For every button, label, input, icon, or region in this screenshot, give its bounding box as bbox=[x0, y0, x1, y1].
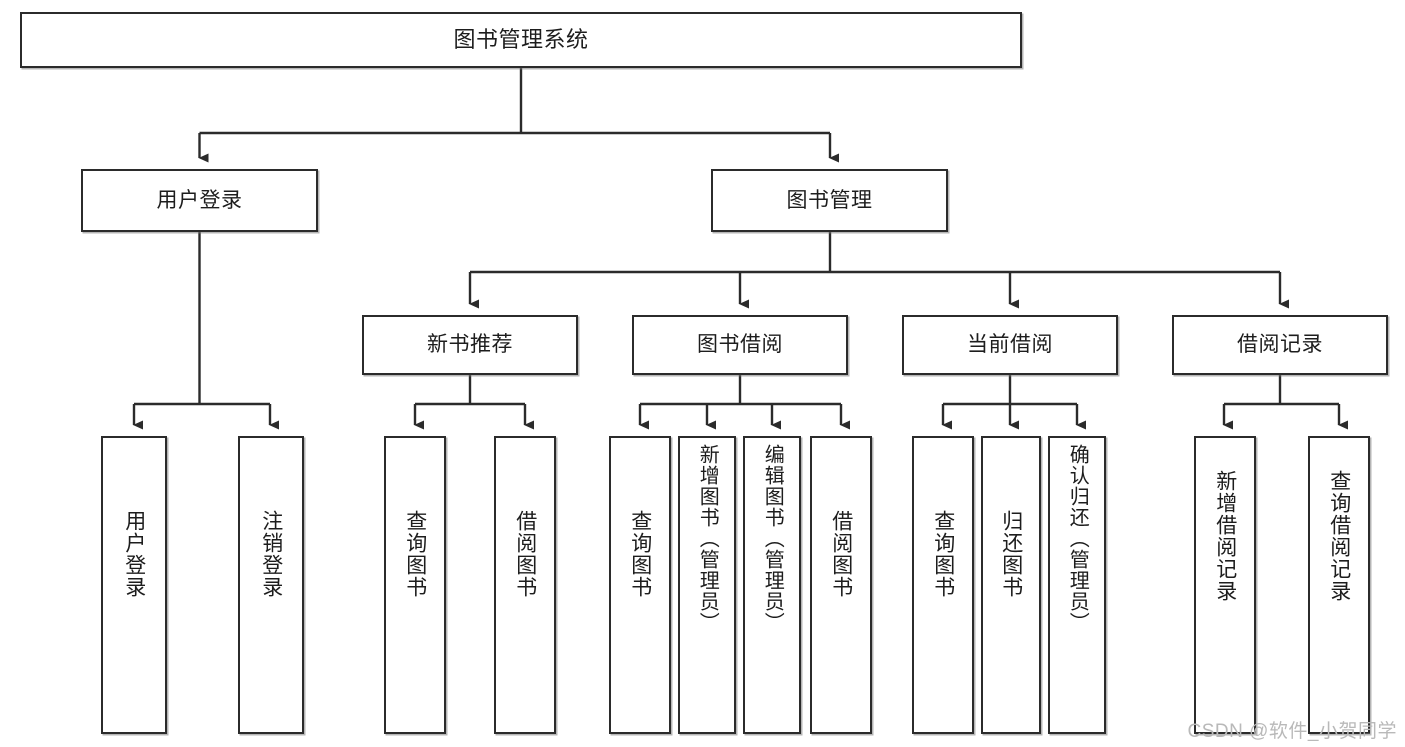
node-leaf-borrow-book-2-label: 借阅图书 bbox=[829, 510, 853, 598]
node-leaf-borrow-book-2[interactable]: 借阅图书 bbox=[810, 436, 872, 734]
node-book-manage-label: 图书管理 bbox=[786, 188, 873, 212]
node-book-manage[interactable]: 图书管理 bbox=[711, 169, 948, 232]
node-user-login-label: 用户登录 bbox=[156, 188, 243, 212]
node-leaf-query-book-1-label: 查询图书 bbox=[403, 510, 427, 598]
node-current-borrow[interactable]: 当前借阅 bbox=[902, 315, 1118, 375]
node-leaf-user-login-label: 用户登录 bbox=[122, 510, 146, 598]
node-leaf-confirm-return-admin[interactable]: 确认归还（管理员） bbox=[1048, 436, 1106, 734]
node-root-label: 图书管理系统 bbox=[453, 26, 589, 52]
node-leaf-query-book-2[interactable]: 查询图书 bbox=[609, 436, 671, 734]
node-leaf-query-borrow-record-label: 查询借阅记录 bbox=[1327, 470, 1351, 602]
node-leaf-add-book-admin-label: 新增图书（管理员） bbox=[696, 444, 719, 633]
node-leaf-user-login[interactable]: 用户登录 bbox=[101, 436, 167, 734]
node-leaf-return-book-label: 归还图书 bbox=[999, 510, 1023, 598]
node-current-borrow-label: 当前借阅 bbox=[967, 333, 1053, 357]
node-leaf-logout-login-label: 注销登录 bbox=[259, 510, 283, 598]
node-user-login[interactable]: 用户登录 bbox=[81, 169, 318, 232]
node-leaf-query-borrow-record[interactable]: 查询借阅记录 bbox=[1308, 436, 1370, 734]
node-root[interactable]: 图书管理系统 bbox=[20, 12, 1022, 68]
node-leaf-query-book-3[interactable]: 查询图书 bbox=[912, 436, 974, 734]
node-book-borrow-label: 图书借阅 bbox=[697, 333, 783, 357]
node-leaf-borrow-book-1[interactable]: 借阅图书 bbox=[494, 436, 556, 734]
node-leaf-query-book-2-label: 查询图书 bbox=[628, 510, 652, 598]
node-leaf-add-book-admin[interactable]: 新增图书（管理员） bbox=[678, 436, 736, 734]
node-leaf-borrow-book-1-label: 借阅图书 bbox=[513, 510, 537, 598]
node-borrow-record[interactable]: 借阅记录 bbox=[1172, 315, 1388, 375]
node-leaf-return-book[interactable]: 归还图书 bbox=[981, 436, 1041, 734]
node-leaf-query-book-1[interactable]: 查询图书 bbox=[384, 436, 446, 734]
node-leaf-query-book-3-label: 查询图书 bbox=[931, 510, 955, 598]
node-leaf-logout-login[interactable]: 注销登录 bbox=[238, 436, 304, 734]
node-new-book-recommend[interactable]: 新书推荐 bbox=[362, 315, 578, 375]
node-borrow-record-label: 借阅记录 bbox=[1237, 333, 1323, 357]
node-leaf-add-borrow-record-label: 新增借阅记录 bbox=[1213, 470, 1237, 602]
watermark: CSDN @软件_小贺同学 bbox=[1187, 721, 1397, 742]
node-book-borrow[interactable]: 图书借阅 bbox=[632, 315, 848, 375]
node-new-book-recommend-label: 新书推荐 bbox=[427, 333, 513, 357]
node-leaf-confirm-return-admin-label: 确认归还（管理员） bbox=[1066, 444, 1089, 633]
node-leaf-add-borrow-record[interactable]: 新增借阅记录 bbox=[1194, 436, 1256, 734]
node-leaf-edit-book-admin-label: 编辑图书（管理员） bbox=[761, 444, 784, 633]
node-leaf-edit-book-admin[interactable]: 编辑图书（管理员） bbox=[743, 436, 801, 734]
